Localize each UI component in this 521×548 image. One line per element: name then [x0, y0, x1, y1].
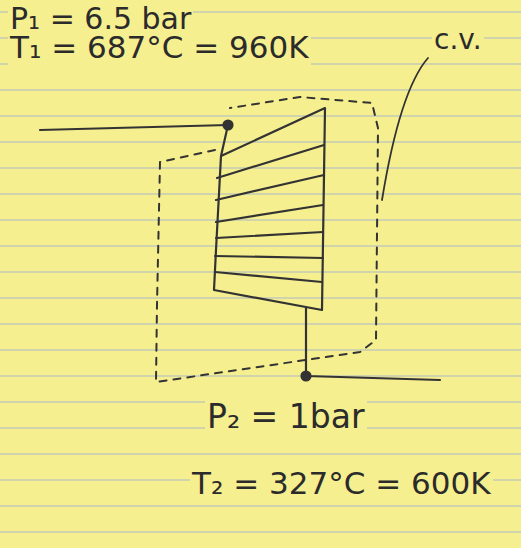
ruled-lines	[0, 12, 521, 532]
outlet-pressure: P₂ = 1bar	[205, 398, 367, 436]
turbine-blades	[215, 145, 324, 282]
inlet-pipe	[40, 125, 228, 130]
inlet-temperature: T₁ = 687°C = 960K	[8, 30, 311, 66]
turbine-body	[214, 108, 325, 310]
outlet-state-dot	[302, 372, 311, 381]
leader-line	[382, 58, 428, 200]
control-volume-label: c.v.	[432, 24, 484, 56]
control-volume	[156, 97, 378, 382]
outlet-pipe	[306, 308, 440, 380]
outlet-temperature: T₂ = 327°C = 600K	[190, 466, 493, 502]
